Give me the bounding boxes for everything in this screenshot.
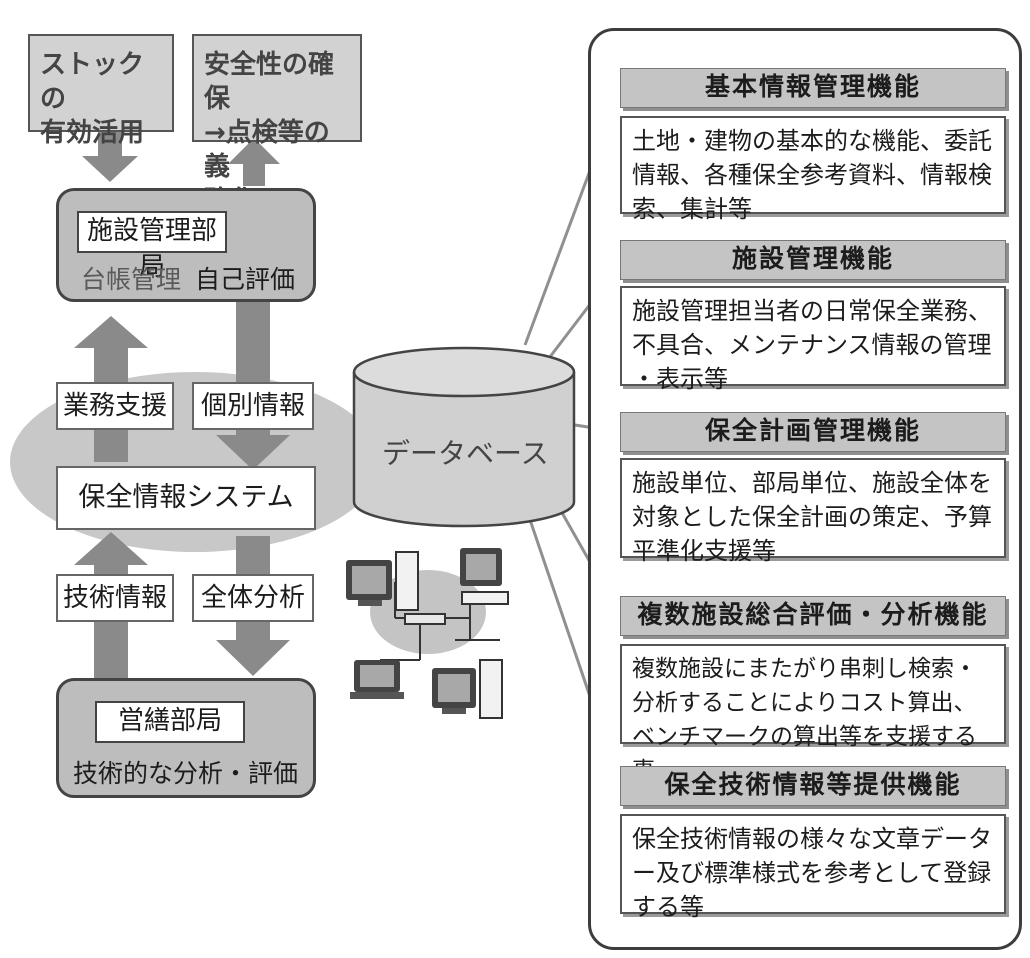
database-label: データベース — [382, 437, 549, 470]
function-description: 土地・建物の基本的な機能、委託 情報、各種保全参考資料、情報検 索、集計等 — [620, 116, 1006, 223]
ledger-management-label: 台帳管理 — [81, 265, 182, 294]
function-title: 保全計画管理機能 — [620, 412, 1006, 452]
function-description: 複数施設にまたがり串刺し検索・ 分析することによりコスト算出、 ベンチマークの算… — [620, 644, 1006, 784]
technical-analysis-evaluation-label: 技術的な分析・評価 — [73, 759, 299, 788]
maintenance-info-system-label: 保全情報システム — [56, 466, 316, 530]
facility-management-dept-box: 施設管理部局 台帳管理 自己評価 — [56, 188, 316, 302]
computer-icon — [346, 551, 419, 611]
function-description: 施設単位、部局単位、施設全体を 対象とした保全計画の策定、予算 平準化支援等 — [620, 458, 1006, 565]
business-support-label: 業務支援 — [56, 382, 174, 430]
self-evaluation-label: 自己評価 — [195, 265, 296, 294]
hub-icon — [404, 613, 446, 625]
function-title: 基本情報管理機能 — [620, 68, 1006, 108]
function-title: 複数施設総合評価・分析機能 — [620, 596, 1006, 636]
arrow-down-icon — [82, 132, 138, 182]
function-title: 保全技術情報等提供機能 — [620, 766, 1006, 806]
function-title: 施設管理機能 — [620, 240, 1006, 280]
network-computers-icon — [346, 548, 509, 719]
construction-dept-box: 営繕部局 技術的な分析・評価 — [56, 678, 316, 798]
technical-info-label: 技術情報 — [56, 574, 174, 622]
arrow-up-icon — [228, 138, 280, 186]
computer-icon — [432, 659, 503, 719]
safety-assurance-box: 安全性の確保 →点検等の義 務化 — [192, 34, 362, 216]
computer-icon — [460, 548, 509, 605]
overall-analysis-label: 全体分析 — [192, 574, 314, 622]
facility-management-dept-title: 施設管理部局 — [77, 211, 227, 282]
stock-utilization-box: ストックの 有効活用 — [28, 34, 174, 148]
construction-dept-title: 営繕部局 — [95, 701, 245, 743]
function-description: 施設管理担当者の日常保全業務、 不具合、メンテナンス情報の管理 ・表示等 — [620, 286, 1006, 393]
database-icon — [352, 346, 576, 528]
computer-icon — [350, 660, 404, 699]
individual-info-label: 個別情報 — [192, 382, 314, 430]
function-description: 保全技術情報の様々な文章データ ー及び標準様式を参考として登録 する等 — [620, 814, 1006, 921]
